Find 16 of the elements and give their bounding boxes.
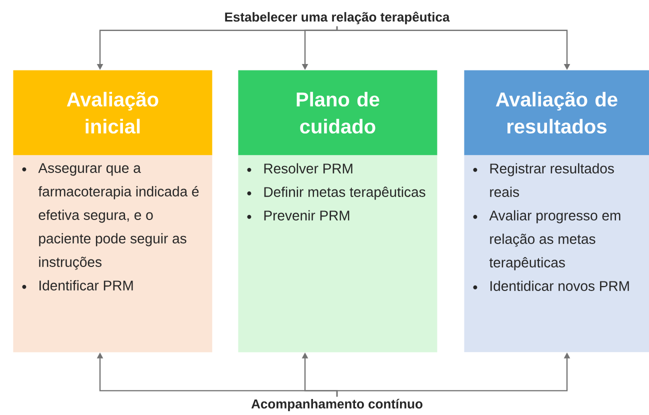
heading-box: Plano de cuidado	[238, 70, 438, 156]
bullet-panel	[13, 155, 212, 352]
bullet-item: Identidicar novos PRM	[473, 280, 629, 291]
label-text: Estabelecer uma relação terapêutica	[225, 12, 450, 24]
bullet-item: Identificar PRM	[22, 280, 133, 290]
heading-box: Avaliação inicial	[13, 70, 212, 156]
bullet-item: Definir metas terapêuticas	[247, 186, 426, 200]
bullet-panel	[464, 155, 649, 352]
bullet-item: Avaliar progresso em relação as metas terapêuticas	[473, 210, 620, 270]
bullet-item: Assegurar que a farmacoterapia indicada é efetiva segura, e o paciente pode seguir as instruções	[22, 163, 199, 270]
bullet-item: Prevenir PRM	[247, 210, 350, 220]
bullet-panel	[238, 155, 438, 352]
heading-box: Avaliação de resultados	[464, 70, 649, 156]
bullet-item: Registrar resultados reais	[473, 163, 614, 197]
label-text: Acompanhamento contínuo	[251, 398, 422, 412]
bullet-item: Resolver PRM	[247, 163, 352, 174]
